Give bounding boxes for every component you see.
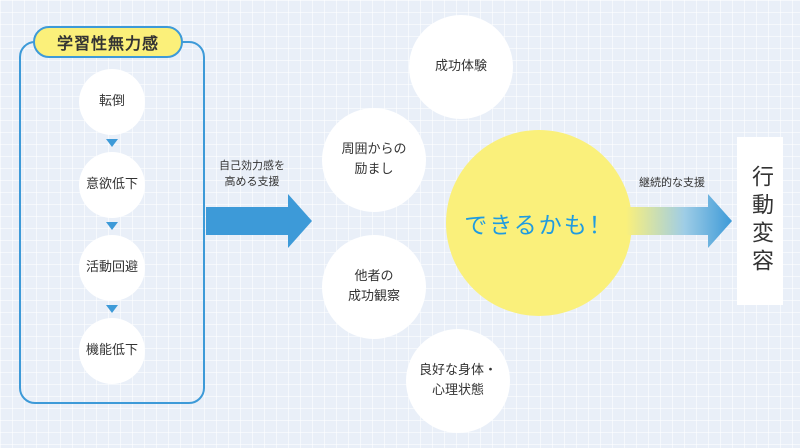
factor-good-condition-line2: 心理状態	[431, 383, 484, 398]
factor-success-experience: 成功体験	[409, 15, 513, 119]
support-label-line2: 高める支援	[224, 174, 280, 188]
center-text: できるかも！	[464, 213, 614, 239]
factor-observation-line2: 成功観察	[347, 289, 400, 304]
support-label-line1: 自己効力感を	[219, 159, 285, 172]
step-activity-avoidance: 活動回避	[79, 235, 145, 301]
factor-observation: 他者の 成功観察	[322, 235, 426, 339]
center-circle: できるかも！	[446, 130, 632, 316]
down-arrow-icon	[106, 305, 118, 313]
down-arrow-icon	[106, 222, 118, 230]
step-function-decline: 機能低下	[79, 318, 145, 384]
factor-encouragement-line1: 周囲からの	[341, 141, 407, 157]
result-box: 行動変容	[737, 137, 783, 305]
gradient-arrow-icon	[626, 194, 732, 248]
factor-encouragement-line2: 励まし	[354, 162, 394, 177]
factor-encouragement: 周囲からの 励まし	[322, 108, 426, 212]
right-arrow-icon	[206, 194, 312, 248]
continued-support-label: 継続的な支援	[639, 176, 705, 189]
step-motivation-drop: 意欲低下	[79, 152, 145, 218]
panel-title: 学習性無力感	[33, 26, 183, 58]
result-text: 行動変容	[748, 165, 773, 277]
factor-good-condition: 良好な身体・ 心理状態	[406, 329, 510, 433]
down-arrow-icon	[106, 139, 118, 147]
step-fall: 転倒	[79, 69, 145, 135]
factor-good-condition-line1: 良好な身体・	[418, 362, 497, 378]
factor-observation-line1: 他者の	[354, 268, 394, 284]
support-label: 自己効力感を 高める支援	[208, 158, 296, 190]
